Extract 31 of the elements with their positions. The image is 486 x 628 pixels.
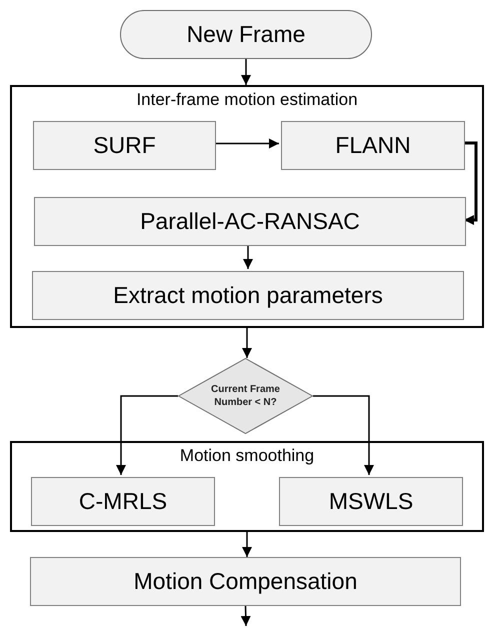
arrow bbox=[242, 328, 252, 358]
process-label: Motion Compensation bbox=[134, 567, 358, 596]
process-label: Extract motion parameters bbox=[113, 281, 383, 310]
process-box bbox=[279, 477, 463, 526]
group-frame bbox=[10, 441, 484, 532]
group-title: Motion smoothing bbox=[180, 445, 314, 466]
decision-text: Current Frame Number < N? bbox=[210, 383, 281, 409]
process-box bbox=[32, 271, 464, 320]
process-box bbox=[34, 197, 466, 246]
process-box bbox=[30, 557, 461, 606]
process-label: FLANN bbox=[335, 131, 411, 160]
process-box bbox=[31, 477, 215, 526]
arrow bbox=[463, 142, 478, 225]
process-box bbox=[281, 121, 465, 170]
process-label: SURF bbox=[93, 131, 156, 160]
process-label: Parallel-AC-RANSAC bbox=[140, 207, 360, 236]
process-box bbox=[33, 121, 216, 170]
arrow bbox=[116, 395, 178, 475]
terminal-pill bbox=[120, 10, 372, 59]
group-title: Inter-frame motion estimation bbox=[136, 89, 358, 110]
arrow bbox=[241, 59, 251, 85]
decision-diamond bbox=[178, 358, 313, 434]
group-frame bbox=[10, 85, 484, 328]
terminal-label: New Frame bbox=[186, 20, 306, 50]
process-label: C-MRLS bbox=[78, 487, 168, 516]
arrow bbox=[240, 606, 251, 626]
process-label: MSWLS bbox=[328, 487, 414, 516]
arrow bbox=[313, 395, 374, 475]
arrow bbox=[243, 244, 253, 269]
arrow bbox=[242, 532, 252, 557]
arrow bbox=[214, 138, 279, 148]
